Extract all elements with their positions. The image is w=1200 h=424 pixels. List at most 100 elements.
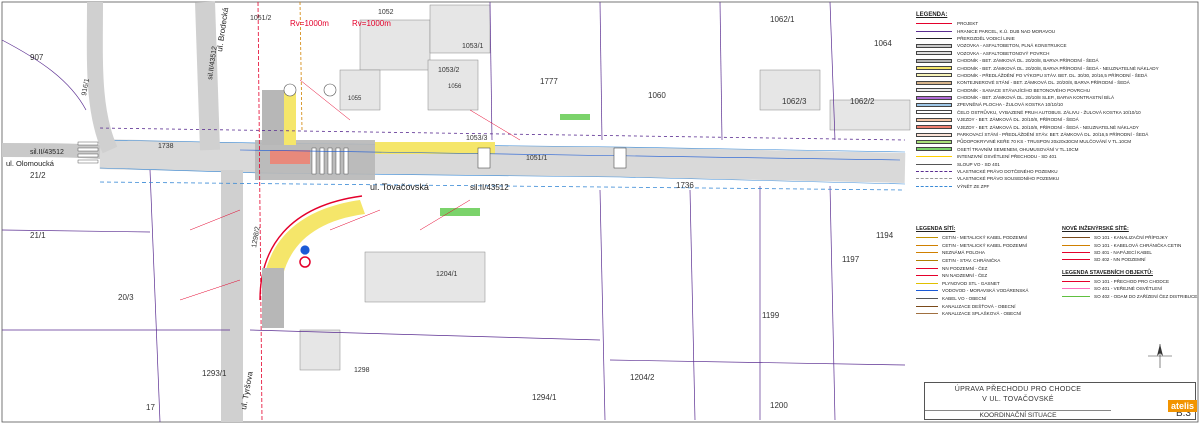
- legend-label: INTENZIVNÍ OSVĚTLENÍ PŘECHODU - SD 401: [957, 154, 1057, 160]
- legend-item: VLASTNICKÉ PRÁVO SOUSEDNÍHO POZEMKU: [916, 175, 1196, 182]
- legend-item: KONTEJNEROVÉ STÁNÍ - BET. ZÁMKOVÁ DL. 20…: [916, 79, 1196, 86]
- parcel-1062-2: 1062/2: [850, 97, 875, 106]
- legend-label: PROJEKT: [957, 21, 979, 27]
- network-legend-swatch: [916, 305, 938, 307]
- legend-label: VJEZDY - BET. ZÁMKOVÁ DL. 20/10/8, PŘÍRO…: [957, 117, 1079, 123]
- drawing-name: KOORDINAČNÍ SITUACE: [925, 410, 1111, 419]
- parcel-20-3: 20/3: [118, 293, 134, 302]
- legend-swatch: [916, 102, 952, 107]
- parcel-1062-1: 1062/1: [770, 15, 795, 24]
- parcel-1056: 1056: [448, 84, 462, 90]
- network-legend-label: KANALIZACE SPLAŠKOVÁ - OBECNÍ: [942, 311, 1022, 317]
- road-916: [86, 1, 118, 154]
- legend-item: VLASTNICKÉ PRÁVO DOTČENÉHO POZEMKU: [916, 168, 1196, 175]
- engineering-legend-item: SO 101 - KABELOVÁ CHRÁNIČKA CETIN: [1062, 241, 1196, 248]
- objects-legend-title: LEGENDA STAVEBNÍCH OBJEKTŮ:: [1062, 269, 1153, 276]
- network-legend-item: KANALIZACE DEŠŤOVÁ - OBECNÍ: [916, 302, 1056, 310]
- pedestrian-crossing: [311, 147, 349, 175]
- legend-swatch: [916, 66, 952, 71]
- red-annotations: [179, 79, 521, 301]
- project-curb-curve: [259, 195, 363, 301]
- parcel-21-2: 21/2: [30, 171, 46, 180]
- network-legend-item: PLYNOVOD STL - GASNET: [916, 280, 1056, 288]
- legend-swatch: [916, 23, 952, 25]
- network-legend-swatch: [916, 237, 938, 239]
- engineering-legend-title: NOVÉ INŽENÝRSKÉ SÍTĚ:: [1062, 226, 1129, 232]
- legend-label: VJEZDY - BET. ZÁMKOVÁ DL. 20/10/8, PŘÍRO…: [957, 124, 1139, 130]
- road-tovacovska-edge-bottom: [99, 167, 906, 185]
- network-legend-item: CETIN - METALICKÝ KABEL PODZEMNÍ: [916, 234, 1056, 242]
- legend-item: CHODNÍK - BET. ZÁMKOVÁ DL. 20/10/8 SLEP.…: [916, 94, 1196, 101]
- buildings: [299, 4, 911, 371]
- legend-item: VJEZDY - BET. ZÁMKOVÁ DL. 20/10/8, PŘÍRO…: [916, 116, 1196, 123]
- objects-legend-label: SO 101 - PŘECHOD PRO CHODCE: [1094, 278, 1170, 284]
- legend-swatch: [916, 58, 952, 63]
- road-label-left: sil.II/43512: [30, 149, 64, 156]
- legend-item: INTENZIVNÍ OSVĚTLENÍ PŘECHODU - SD 401: [916, 153, 1196, 160]
- legend-label: CHODNÍK - PŘEDLÁŽDĚNÍ PO VÝKOPU STÁV. BE…: [957, 72, 1148, 78]
- objects-legend-swatch: [1062, 295, 1090, 297]
- network-legend-item: NN NADZEMNÍ - ČEZ: [916, 272, 1056, 280]
- legend-item: CHODNÍK - PŘEDLÁŽDĚNÍ PO VÝKOPU STÁV. BE…: [916, 72, 1196, 79]
- street-olomoucka: ul. Olomoucká: [6, 159, 55, 168]
- legend-item: ČELO OSTRŮVKU, VYBAZENÉ PRUH AUTOBUS. ZÁ…: [916, 109, 1196, 116]
- engineering-legend-swatch: [1062, 259, 1090, 261]
- project-paving-grey-lower: [262, 268, 284, 328]
- legend-swatch: [916, 156, 952, 158]
- engineering-legend-label: SO 101 - KANALIZAČNÍ PŘÍPOJKY: [1094, 235, 1168, 241]
- legend-swatch: [916, 88, 952, 93]
- parcel-1053-3: 1053/3: [466, 135, 488, 142]
- legend-label: PARKOVACÍ STÁNÍ - PŘEDLÁŽDĚNÍ STÁV. BET.…: [957, 132, 1149, 138]
- legend-label: VOZOVKA - ASFALTOBETONOVÝ POVRCH: [957, 50, 1050, 56]
- objects-legend-swatch: [1062, 280, 1090, 282]
- project-paving-yellow-top: [375, 142, 495, 154]
- legend-title: LEGENDA:: [916, 12, 948, 18]
- objects-legend-item: SO 402 - ODAM DO ZAŘÍZENÍ ČEZ DISTRIBUCE: [1062, 292, 1198, 299]
- legend-swatch: [916, 110, 952, 115]
- project-paving-red: [270, 150, 310, 164]
- legend-label: PŮDOPOKRYVNÉ KEŘE 70 KS - TRUSPON 20x20x…: [957, 139, 1132, 145]
- engineering-legend-label: SD 401 - NAPÁJECÍ KABEL: [1094, 249, 1152, 255]
- legend-swatch: [916, 147, 952, 152]
- no-entry-sign-icon: [299, 256, 311, 268]
- legend-item: PROJEKT: [916, 20, 1196, 27]
- parcel-1051-1: 1051/1: [526, 155, 548, 162]
- legend-item: CHODNÍK - BET. ZÁMKOVÁ DL. 20/20/8, BARV…: [916, 64, 1196, 71]
- project-paving-grey-upper: [262, 90, 284, 145]
- legend-swatch: [916, 37, 952, 39]
- legend-swatch: [916, 51, 952, 56]
- engineering-legend-label: SD 402 - NN PODZEMNÍ: [1094, 257, 1146, 263]
- legend-label: KONTEJNEROVÉ STÁNÍ - BET. ZÁMKOVÁ DL. 20…: [957, 80, 1130, 86]
- legend-item: CHODNÍK - SANACE STÁVAJÍCÍHO BETONOVÉHO …: [916, 87, 1196, 94]
- tree-2-icon: [323, 83, 337, 97]
- engineering-legend-swatch: [1062, 244, 1090, 246]
- network-legend-item: NN PODZEMNÍ - ČEZ: [916, 264, 1056, 272]
- objects-legend-label: SO 402 - ODAM DO ZAŘÍZENÍ ČEZ DISTRIBUCE: [1094, 293, 1198, 299]
- network-legend-label: NN PODZEMNÍ - ČEZ: [942, 265, 988, 271]
- legend-item: ZPEVNĚNÁ PLOCHA - ŽULOVÁ KOSTKA 10/10/10: [916, 101, 1196, 108]
- speed-sign-icon: [299, 244, 311, 256]
- parcel-1062-3: 1062/3: [782, 97, 807, 106]
- engineering-legend-swatch: [1062, 251, 1090, 253]
- road-label-right: sil.II/43512: [207, 46, 219, 81]
- parcel-1298-2: 1298/2: [251, 226, 262, 248]
- parcel-1738: 1738: [158, 143, 174, 150]
- objects-legend-swatch: [1062, 288, 1090, 290]
- legend-label: CHODNÍK - BET. ZÁMKOVÁ DL. 20/10/8 SLEP.…: [957, 95, 1115, 101]
- legend-label: VÝNĚT ZE ZPF: [957, 183, 990, 189]
- legend-label: HRANICE PARCEL, K.Ú. DUB NAD MORAVOU: [957, 28, 1056, 34]
- engineering-legend-item: SD 401 - NAPÁJECÍ KABEL: [1062, 249, 1196, 256]
- legend-item: PŘEROZDĚL VODICÍ LINIE: [916, 35, 1196, 42]
- objects-legend-label: SO 401 - VEŘEJNÉ OSVĚTLENÍ: [1094, 286, 1162, 292]
- legend-swatch: [916, 95, 952, 100]
- legend-item: PARKOVACÍ STÁNÍ - PŘEDLÁŽDĚNÍ STÁV. BET.…: [916, 131, 1196, 138]
- network-legend-swatch: [916, 275, 938, 277]
- legend-swatch: [916, 125, 952, 130]
- road-label-mid: sil.II/43512: [470, 183, 509, 192]
- legend-item: VJEZDY - BET. ZÁMKOVÁ DL. 20/10/8, PŘÍRO…: [916, 123, 1196, 130]
- parcel-916-1: 916/1: [81, 78, 91, 97]
- legend-item: VÝNĚT ZE ZPF: [916, 183, 1196, 190]
- legend-swatch: [916, 30, 952, 32]
- bus-stop-sign-2-icon: [613, 147, 627, 169]
- legend-label: CHODNÍK - SANACE STÁVAJÍCÍHO BETONOVÉHO …: [957, 87, 1091, 93]
